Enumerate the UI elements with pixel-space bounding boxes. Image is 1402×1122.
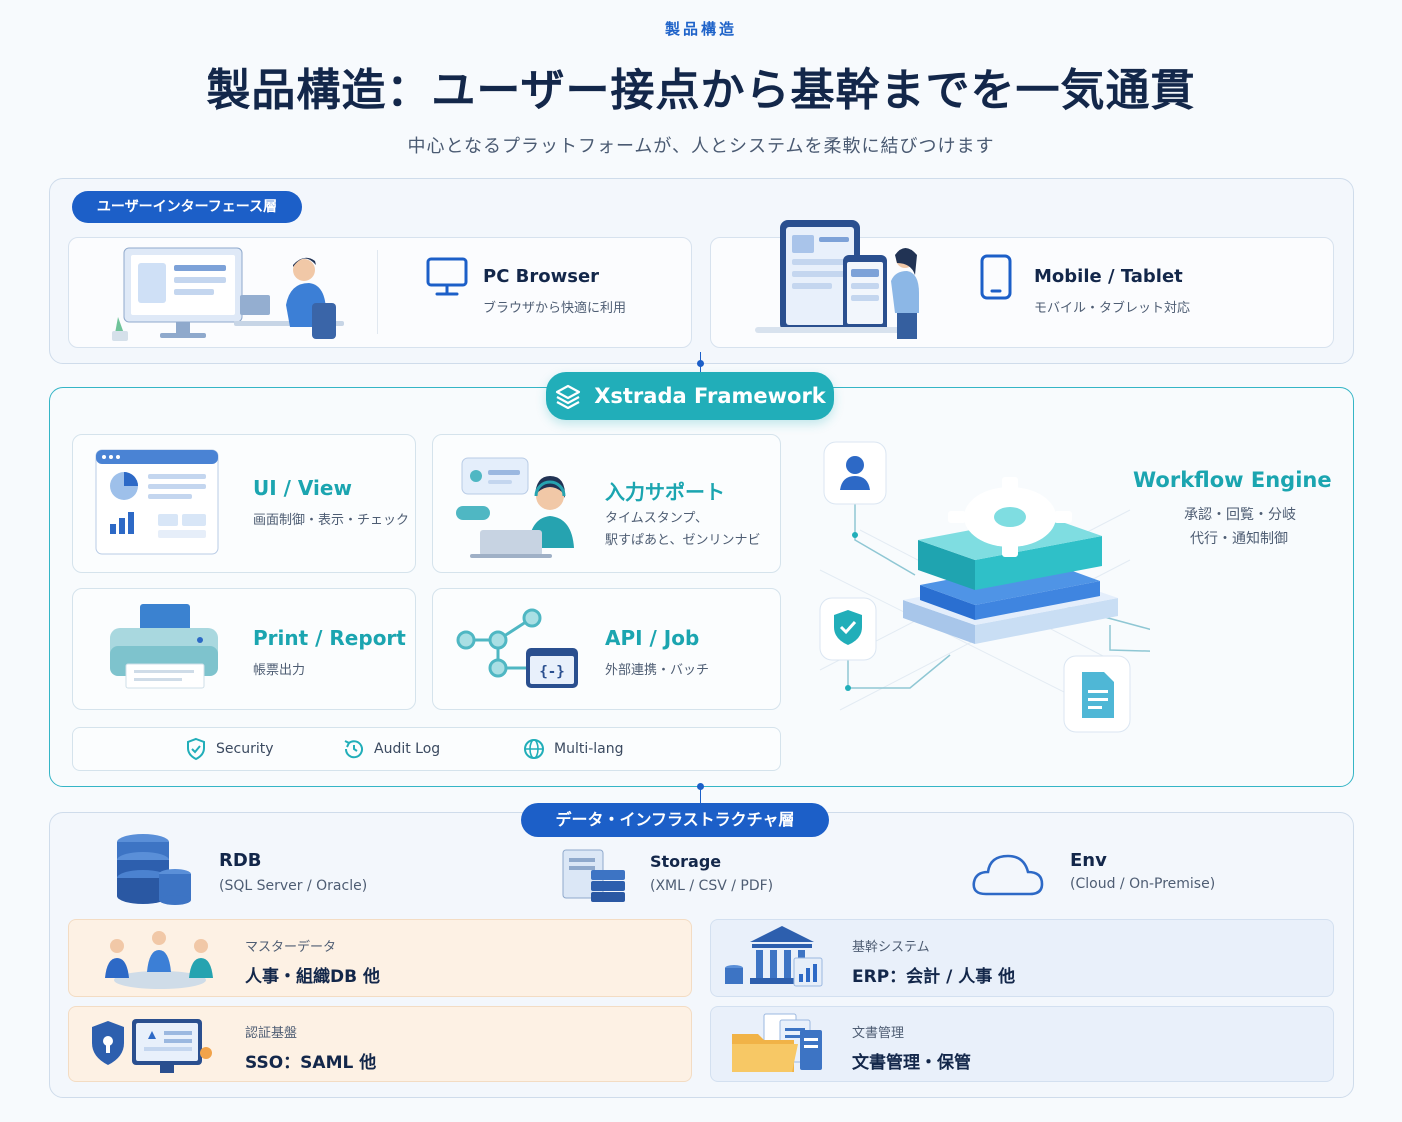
- connector-dot: [697, 360, 704, 367]
- module-print-report-desc: 帳票出力: [253, 663, 306, 678]
- ui-layer-label: ユーザーインターフェース層: [72, 191, 302, 223]
- page-title: 製品構造：ユーザー接点から基幹までを一気通貫: [206, 65, 1196, 116]
- feature-audit-log-label: Audit Log: [374, 741, 441, 757]
- mobile-tablet-title: Mobile / Tablet: [1034, 266, 1183, 287]
- infra-env-desc: (Cloud / On-Premise): [1070, 876, 1216, 892]
- module-api-job-desc: 外部連携・バッチ: [605, 663, 710, 678]
- infra-rdb-desc: (SQL Server / Oracle): [219, 878, 368, 894]
- team-meeting-icon: [105, 931, 213, 989]
- printer-icon: [110, 604, 218, 689]
- workflow-engine-title: Workflow Engine: [1133, 468, 1332, 492]
- row-core-system-label: 基幹システム: [852, 940, 930, 955]
- row-core-system-value: ERP：会計 / 人事 他: [852, 967, 1016, 987]
- feature-multi-lang: Multi-lang: [522, 737, 624, 761]
- api-nodes-icon: {-}: [456, 608, 578, 688]
- globe-icon: [524, 739, 544, 759]
- history-icon: [344, 740, 363, 759]
- framework-label: Xstrada Framework: [546, 372, 834, 420]
- module-input-support-title: 入力サポート: [605, 480, 725, 504]
- module-print-report-title: Print / Report: [253, 626, 406, 650]
- infra-rdb-title: RDB: [219, 850, 262, 871]
- database-icon: [117, 834, 191, 905]
- workflow-engine-desc-1: 承認・回覧・分岐: [1184, 507, 1296, 523]
- infra-storage-desc: (XML / CSV / PDF): [650, 878, 774, 894]
- infra-storage-title: Storage: [650, 852, 722, 871]
- data-layer-label: データ・インフラストラクチャ層: [521, 803, 829, 837]
- cloud-icon: [972, 854, 1044, 896]
- feature-multi-lang-label: Multi-lang: [554, 741, 624, 757]
- mobile-tablet-desc: モバイル・タブレット対応: [1034, 301, 1191, 316]
- module-ui-view-title: UI / View: [253, 476, 352, 500]
- smartphone-icon: [980, 254, 1012, 300]
- row-document-value: 文書管理・保管: [852, 1053, 971, 1073]
- layers-icon: [556, 384, 581, 409]
- monitor-icon: [426, 257, 468, 296]
- page-subtitle: 中心となるプラットフォームが、人とシステムを柔軟に結びつけます: [407, 136, 995, 157]
- mobile-user-illustration: [755, 220, 919, 339]
- row-master-data-label: マスターデータ: [245, 940, 337, 955]
- row-auth-value: SSO：SAML 他: [245, 1053, 377, 1073]
- module-api-job: [432, 588, 781, 710]
- svg-text:{-}: {-}: [539, 664, 564, 680]
- card-divider: [377, 250, 378, 334]
- feature-audit-log: Audit Log: [342, 737, 440, 761]
- row-master-data-value: 人事・組織DB 他: [245, 967, 380, 987]
- pc-browser-desc: ブラウザから快適に利用: [483, 301, 627, 316]
- workflow-engine-illustration: [819, 441, 1150, 733]
- section-eyebrow: 製品構造: [664, 20, 737, 38]
- row-auth-label: 認証基盤: [245, 1026, 298, 1041]
- row-document-label: 文書管理: [852, 1026, 905, 1041]
- module-input-support-desc-1: タイムスタンプ、: [605, 511, 708, 526]
- feature-security: Security: [184, 737, 274, 761]
- pc-browser-title: PC Browser: [483, 266, 600, 287]
- module-api-job-title: API / Job: [605, 626, 700, 650]
- folder-documents-icon: [732, 1013, 822, 1072]
- feature-security-label: Security: [216, 741, 274, 757]
- cross-cutting-bar: [72, 727, 781, 771]
- security-monitor-icon: [92, 1019, 212, 1073]
- support-operator-icon: [456, 457, 574, 558]
- dashboard-icon: [95, 449, 219, 555]
- module-input-support-desc-2: 駅すぱあと、ゼンリンナビ: [605, 533, 761, 548]
- shield-check-icon: [187, 737, 205, 761]
- pc-user-illustration: [112, 247, 344, 341]
- workflow-engine-desc-2: 代行・通知制御: [1190, 531, 1288, 547]
- bank-building-icon: [725, 926, 823, 987]
- connector-line: [700, 786, 701, 806]
- storage-icon: [562, 849, 625, 902]
- framework-label-text: Xstrada Framework: [594, 384, 826, 408]
- module-ui-view-desc: 画面制御・表示・チェック: [253, 513, 410, 528]
- connector-dot: [697, 783, 704, 790]
- infra-env-title: Env: [1070, 850, 1107, 871]
